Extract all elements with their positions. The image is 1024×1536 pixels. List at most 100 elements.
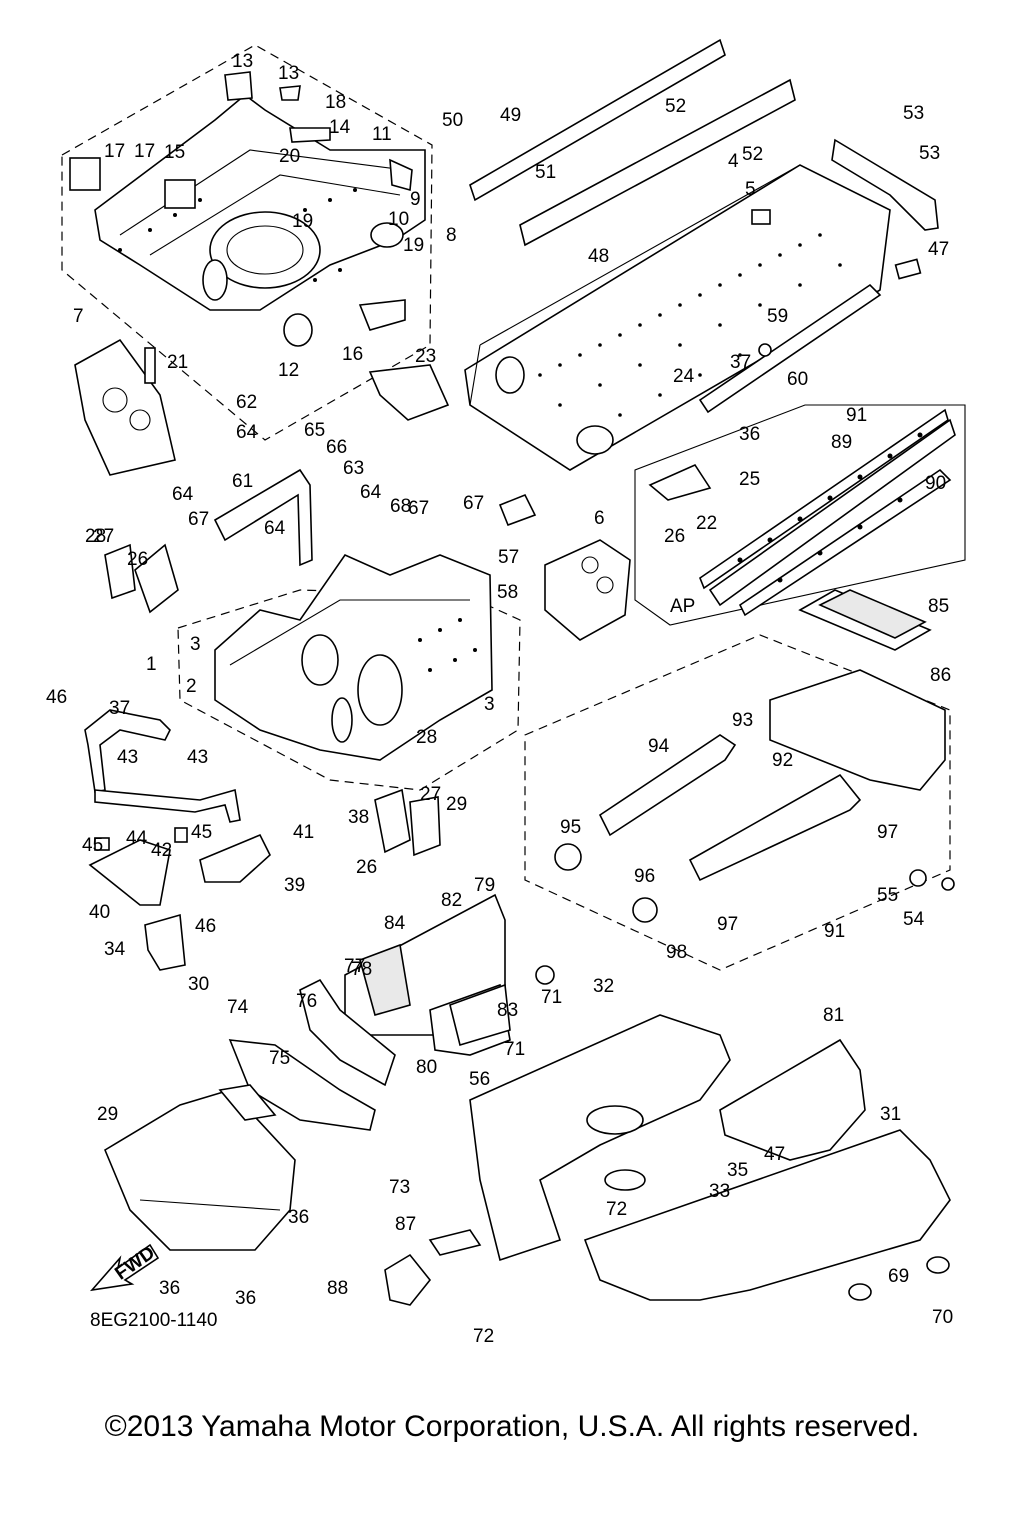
callout-67: 67 bbox=[188, 509, 209, 530]
callout-84: 84 bbox=[384, 913, 406, 934]
runner-strips bbox=[699, 408, 956, 617]
callout-17: 17 bbox=[104, 141, 125, 162]
subassembly-label: AP bbox=[670, 596, 695, 617]
callout-9: 9 bbox=[410, 189, 421, 210]
callout-52: 52 bbox=[665, 96, 686, 117]
callout-91: 91 bbox=[824, 921, 845, 942]
callout-19: 19 bbox=[292, 211, 313, 232]
callout-58: 58 bbox=[497, 582, 518, 603]
callout-23: 23 bbox=[415, 346, 436, 367]
callout-44: 44 bbox=[126, 828, 148, 849]
callout-20: 20 bbox=[279, 146, 300, 167]
callout-97: 97 bbox=[877, 822, 898, 843]
callout-94: 94 bbox=[648, 736, 670, 757]
fwd-arrow-icon: FWD bbox=[89, 1242, 160, 1292]
callout-24: 24 bbox=[673, 366, 695, 387]
callout-37: 37 bbox=[730, 352, 751, 373]
callout-54: 54 bbox=[903, 909, 925, 930]
callout-47: 47 bbox=[928, 239, 949, 260]
callout-16: 16 bbox=[342, 344, 363, 365]
callout-31: 31 bbox=[880, 1104, 901, 1125]
callout-30: 30 bbox=[188, 974, 209, 995]
callout-3: 3 bbox=[190, 634, 201, 655]
bracket-6 bbox=[498, 493, 631, 641]
callout-64: 64 bbox=[360, 482, 382, 503]
callout-63: 63 bbox=[343, 458, 364, 479]
callout-22: 22 bbox=[696, 513, 717, 534]
callout-72: 72 bbox=[473, 1326, 494, 1347]
callout-65: 65 bbox=[304, 420, 325, 441]
callout-45: 45 bbox=[191, 822, 212, 843]
callout-86: 86 bbox=[930, 665, 951, 686]
callout-98: 98 bbox=[666, 942, 687, 963]
callout-92: 92 bbox=[772, 750, 793, 771]
callout-36: 36 bbox=[739, 424, 760, 445]
callout-38: 38 bbox=[348, 807, 369, 828]
callout-labels: 1233456789101112131314151617171819192021… bbox=[0, 0, 953, 1347]
callout-27: 27 bbox=[420, 784, 441, 805]
callout-68: 68 bbox=[390, 496, 411, 517]
steering-bracket bbox=[213, 468, 313, 567]
callout-51: 51 bbox=[535, 162, 556, 183]
callout-78: 78 bbox=[351, 959, 372, 980]
callout-79: 79 bbox=[474, 875, 495, 896]
callout-53: 53 bbox=[919, 143, 940, 164]
callout-39: 39 bbox=[284, 875, 305, 896]
callout-83: 83 bbox=[497, 1000, 518, 1021]
callout-85: 85 bbox=[928, 596, 949, 617]
callout-27: 27 bbox=[93, 526, 114, 547]
callout-21: 21 bbox=[167, 352, 188, 373]
callout-67: 67 bbox=[463, 493, 484, 514]
callout-69: 69 bbox=[888, 1266, 909, 1287]
callout-43: 43 bbox=[187, 747, 208, 768]
callout-97: 97 bbox=[717, 914, 738, 935]
callout-61: 61 bbox=[232, 471, 253, 492]
callout-46: 46 bbox=[195, 916, 216, 937]
callout-2: 2 bbox=[186, 676, 197, 697]
callout-93: 93 bbox=[732, 710, 753, 731]
front-frame-upper bbox=[69, 71, 426, 347]
callout-91: 91 bbox=[846, 405, 867, 426]
callout-36: 36 bbox=[235, 1288, 256, 1309]
callout-50: 50 bbox=[442, 110, 463, 131]
callout-72: 72 bbox=[606, 1199, 627, 1220]
lower-panels bbox=[103, 893, 951, 1306]
callout-33: 33 bbox=[709, 1181, 730, 1202]
callout-59: 59 bbox=[767, 306, 788, 327]
callout-45: 45 bbox=[82, 835, 103, 856]
callout-25: 25 bbox=[739, 469, 760, 490]
callout-28: 28 bbox=[416, 727, 437, 748]
callout-66: 66 bbox=[326, 437, 347, 458]
callout-29: 29 bbox=[97, 1104, 118, 1125]
callout-82: 82 bbox=[441, 890, 462, 911]
callout-10: 10 bbox=[388, 209, 409, 230]
callout-32: 32 bbox=[593, 976, 614, 997]
callout-98: 98 bbox=[0, 0, 21, 5]
callout-15: 15 bbox=[164, 142, 185, 163]
callout-5: 5 bbox=[745, 179, 756, 200]
drawing-code: 8EG2100-1140 bbox=[90, 1310, 217, 1331]
callout-74: 74 bbox=[227, 997, 249, 1018]
callout-62: 62 bbox=[236, 392, 257, 413]
callout-71: 71 bbox=[504, 1039, 525, 1060]
callout-3: 3 bbox=[484, 694, 495, 715]
rear-plate-assembly bbox=[554, 669, 955, 923]
callout-53: 53 bbox=[903, 103, 924, 124]
callout-34: 34 bbox=[104, 939, 126, 960]
callout-98: 98 bbox=[0, 0, 21, 5]
callout-87: 87 bbox=[395, 1214, 416, 1235]
battery-tray bbox=[368, 364, 450, 421]
callout-64: 64 bbox=[236, 422, 258, 443]
callout-90: 90 bbox=[925, 473, 946, 494]
callout-73: 73 bbox=[389, 1177, 410, 1198]
callout-8: 8 bbox=[446, 225, 457, 246]
callout-17: 17 bbox=[134, 141, 155, 162]
front-bulkhead bbox=[74, 338, 176, 476]
callout-46: 46 bbox=[46, 687, 67, 708]
callout-43: 43 bbox=[117, 747, 138, 768]
callout-13: 13 bbox=[232, 51, 253, 72]
callout-57: 57 bbox=[498, 547, 519, 568]
main-frame bbox=[214, 553, 493, 761]
callout-89: 89 bbox=[831, 432, 852, 453]
callout-70: 70 bbox=[932, 1307, 953, 1328]
